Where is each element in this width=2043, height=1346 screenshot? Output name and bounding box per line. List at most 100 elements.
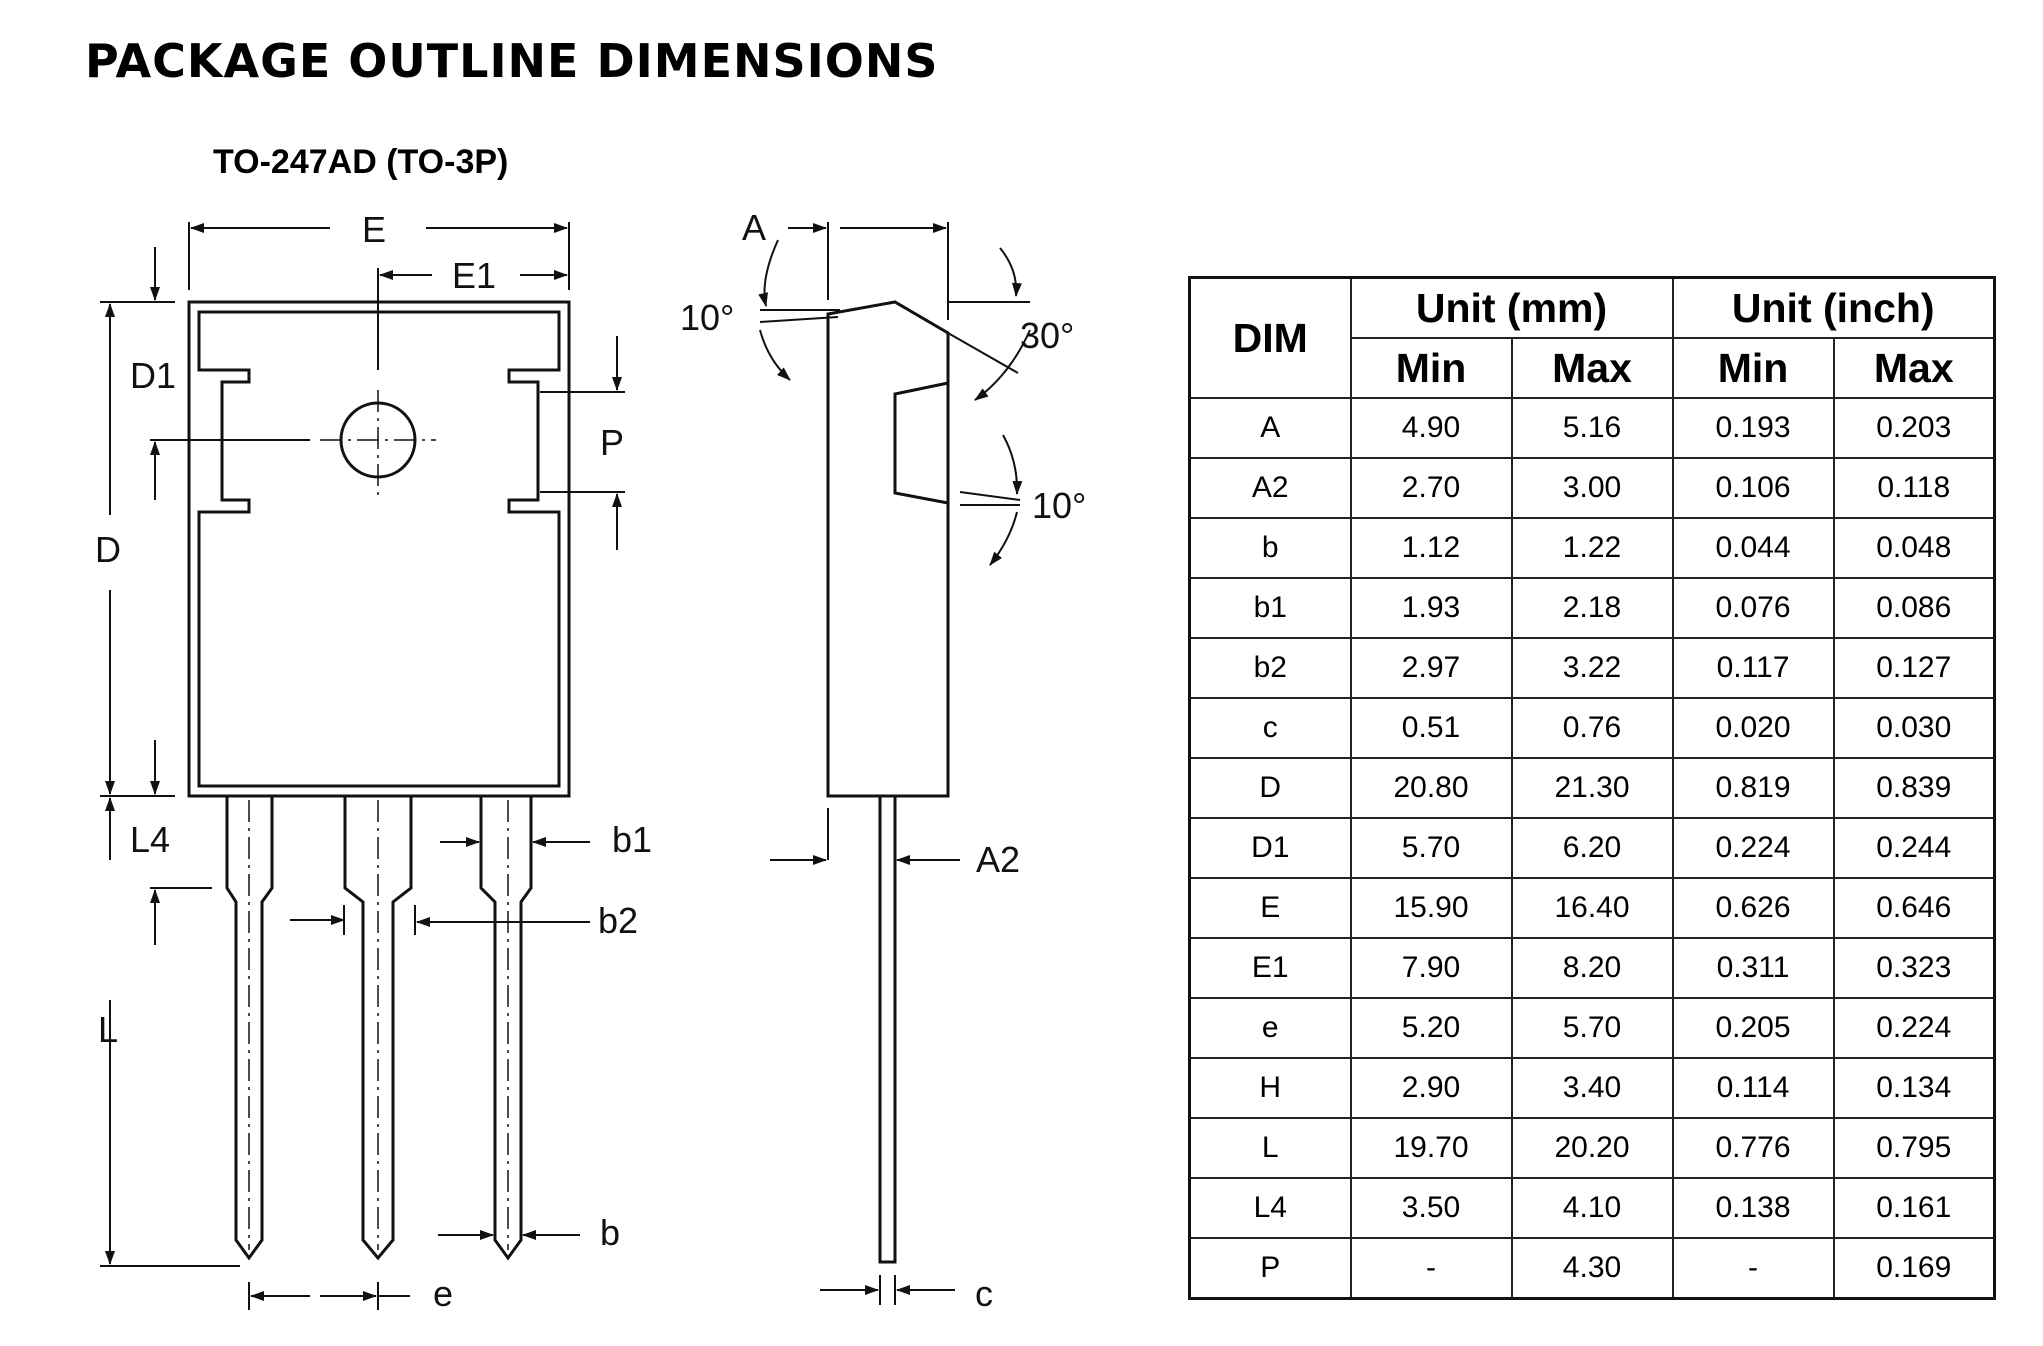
table-cell: 4.30 [1510, 1237, 1674, 1300]
table-cell: 0.134 [1832, 1057, 1996, 1119]
table-cell: 0.117 [1671, 637, 1835, 699]
front-view-leads [225, 796, 533, 1261]
label-D1: D1 [130, 355, 176, 396]
label-e: e [433, 1273, 453, 1314]
table-cell: 0.646 [1832, 877, 1996, 939]
table-cell: 0.086 [1832, 577, 1996, 639]
table-cell: 2.90 [1349, 1057, 1513, 1119]
package-outline-drawing: E E1 D1 D P L4 L b1 b2 b e A 10° 30° 10°… [95, 207, 1086, 1314]
table-cell: P [1188, 1237, 1352, 1300]
table-cell: 7.90 [1349, 937, 1513, 999]
label-A2: A2 [976, 839, 1020, 880]
header-dim: DIM [1188, 276, 1352, 399]
label-angle-top-left: 10° [680, 297, 734, 338]
table-cell: L [1188, 1117, 1352, 1179]
label-D: D [95, 529, 121, 570]
label-P: P [600, 422, 624, 463]
table-cell: 0.323 [1832, 937, 1996, 999]
header-inch-min: Min [1671, 337, 1835, 399]
table-cell: A [1188, 397, 1352, 459]
table-cell: e [1188, 997, 1352, 1059]
center-lines [248, 390, 509, 1250]
table-row: P-4.30-0.169 [1188, 1237, 1996, 1300]
table-cell: 0.224 [1671, 817, 1835, 879]
page-title: PACKAGE OUTLINE DIMENSIONS [85, 34, 939, 88]
table-cell: 0.020 [1671, 697, 1835, 759]
table-cell: 3.40 [1510, 1057, 1674, 1119]
front-dimensions [100, 222, 625, 1310]
table-cell: 0.76 [1510, 697, 1674, 759]
table-cell: 0.169 [1832, 1237, 1996, 1300]
table-cell: 2.97 [1349, 637, 1513, 699]
table-cell: 0.819 [1671, 757, 1835, 819]
table-cell: 0.193 [1671, 397, 1835, 459]
table-cell: 5.16 [1510, 397, 1674, 459]
lead-right [479, 796, 533, 1261]
table-cell: E [1188, 877, 1352, 939]
side-lead [878, 796, 897, 1264]
table-cell: 4.90 [1349, 397, 1513, 459]
table-cell: 0.030 [1832, 697, 1996, 759]
header-inch-max: Max [1832, 337, 1996, 399]
table-cell: 1.12 [1349, 517, 1513, 579]
table-cell: 0.244 [1832, 817, 1996, 879]
table-cell: 0.076 [1671, 577, 1835, 639]
table-cell: 2.70 [1349, 457, 1513, 519]
table-cell: 0.224 [1832, 997, 1996, 1059]
table-cell: 8.20 [1510, 937, 1674, 999]
table-cell: 0.127 [1832, 637, 1996, 699]
table-cell: A2 [1188, 457, 1352, 519]
side-body-outline [826, 300, 950, 798]
header-mm-min: Min [1349, 337, 1513, 399]
label-b1: b1 [612, 819, 652, 860]
table-cell: D [1188, 757, 1352, 819]
label-c: c [975, 1273, 993, 1314]
header-unit-inch: Unit (inch) [1671, 276, 1996, 339]
table-cell: H [1188, 1057, 1352, 1119]
table-cell: - [1349, 1237, 1513, 1300]
table-cell: 5.20 [1349, 997, 1513, 1059]
lead-center [343, 796, 413, 1261]
table-cell: 0.114 [1671, 1057, 1835, 1119]
table-cell: 2.18 [1510, 577, 1674, 639]
table-cell: 0.118 [1832, 457, 1996, 519]
table-cell: b2 [1188, 637, 1352, 699]
side-view-body [826, 300, 950, 1264]
label-L: L [98, 1009, 118, 1050]
table-cell: 0.161 [1832, 1177, 1996, 1239]
table-cell: 6.20 [1510, 817, 1674, 879]
table-cell: E1 [1188, 937, 1352, 999]
table-cell: 3.50 [1349, 1177, 1513, 1239]
table-cell: 5.70 [1349, 817, 1513, 879]
label-E1: E1 [452, 255, 496, 296]
table-cell: 0.203 [1832, 397, 1996, 459]
table-cell: 0.626 [1671, 877, 1835, 939]
label-angle-mid: 10° [1032, 485, 1086, 526]
table-cell: 4.10 [1510, 1177, 1674, 1239]
side-dimensions [758, 222, 1031, 1305]
side-fin [893, 381, 949, 505]
table-cell: 5.70 [1510, 997, 1674, 1059]
label-angle-top-right: 30° [1020, 315, 1074, 356]
label-E: E [362, 209, 386, 250]
table-cell: 0.044 [1671, 517, 1835, 579]
label-L4: L4 [130, 819, 170, 860]
table-cell: 19.70 [1349, 1117, 1513, 1179]
table-cell: 0.106 [1671, 457, 1835, 519]
table-cell: 21.30 [1510, 757, 1674, 819]
table-cell: 0.776 [1671, 1117, 1835, 1179]
header-mm-max: Max [1510, 337, 1674, 399]
table-cell: 1.93 [1349, 577, 1513, 639]
table-cell: 1.22 [1510, 517, 1674, 579]
